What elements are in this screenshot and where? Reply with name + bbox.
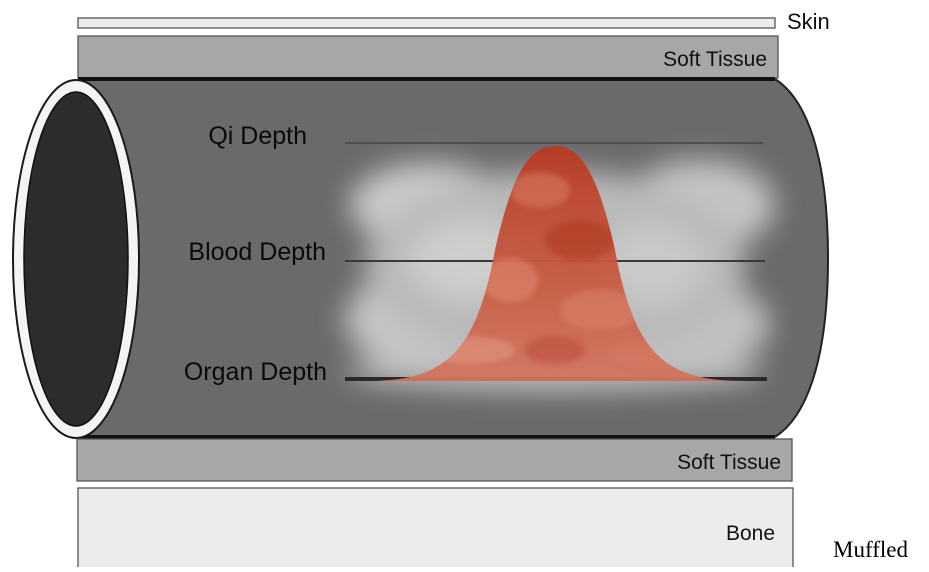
pulse-wave-shape bbox=[365, 146, 745, 381]
bone-layer: Bone bbox=[77, 487, 794, 569]
organ-depth-label: Organ Depth bbox=[184, 358, 327, 386]
soft-tissue-bottom-label: Soft Tissue bbox=[677, 451, 781, 474]
qi-depth-label: Qi Depth bbox=[208, 122, 307, 150]
soft-tissue-bottom-layer: Soft Tissue bbox=[76, 438, 793, 482]
skin-layer: Skin bbox=[77, 9, 830, 34]
vessel-right-edge bbox=[774, 78, 830, 438]
bone-band bbox=[77, 487, 794, 569]
skin-band bbox=[77, 17, 776, 29]
soft-tissue-top-label: Soft Tissue bbox=[663, 48, 767, 71]
soft-tissue-top-layer: Soft Tissue bbox=[77, 35, 779, 79]
bone-label: Bone bbox=[726, 522, 775, 545]
caption-text: Muffled bbox=[833, 537, 908, 562]
blood-depth-label: Blood Depth bbox=[188, 238, 326, 266]
vessel-lumen bbox=[23, 91, 129, 427]
soft-tissue-top-band bbox=[77, 35, 779, 79]
soft-tissue-bottom-band bbox=[76, 438, 793, 482]
skin-label: Skin bbox=[787, 9, 830, 34]
blood-vessel: Qi Depth Blood Depth Organ Depth bbox=[12, 77, 830, 439]
